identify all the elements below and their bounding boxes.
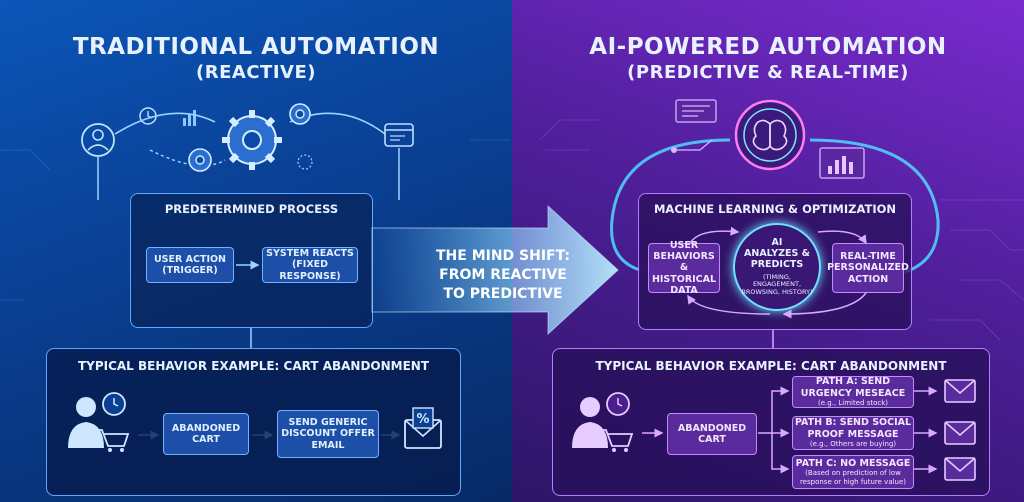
- shopper-cart-icon: [572, 392, 634, 452]
- path-a-step: PATH A: SEND URGENCY MESEACE (e.g., Limi…: [792, 376, 914, 408]
- system-reacts-step: SYSTEM REACTS (FIXED RESPONSE): [262, 247, 358, 283]
- browser-icon: [384, 123, 414, 147]
- right-title: AI-POWERED AUTOMATION: [589, 34, 947, 60]
- bar-icon: [183, 110, 196, 126]
- gear-icon: [289, 103, 311, 125]
- left-title: TRADITIONAL AUTOMATION: [72, 34, 440, 60]
- left-example-title: TYPICAL BEHAVIOR EXAMPLE: CART ABANDONME…: [77, 359, 430, 373]
- mind-shift-line3: TO PREDICTIVE: [443, 286, 563, 302]
- dashboard-icon: [675, 99, 717, 123]
- ai-core-label: AI ANALYZES & PREDICTS: [744, 236, 810, 270]
- path-c-sub: (Based on prediction of low response or …: [799, 469, 907, 486]
- left-subtitle: (REACTIVE): [196, 62, 316, 83]
- ai-analyzes-core: AI ANALYZES & PREDICTS (TIMING, ENGAGEME…: [733, 223, 821, 311]
- right-abandoned-cart-step: ABANDONED CART: [667, 413, 757, 455]
- path-c-label: PATH C: NO MESSAGE: [795, 457, 911, 469]
- user-action-step: USER ACTION (TRIGGER): [146, 247, 234, 283]
- left-example-box: TYPICAL BEHAVIOR EXAMPLE: CART ABANDONME…: [46, 348, 461, 496]
- svg-text:%: %: [416, 412, 429, 427]
- brain-icon: [734, 99, 806, 171]
- gear-icon: [188, 148, 212, 172]
- personalized-action-output: REAL-TIME PERSONALIZED ACTION: [827, 243, 909, 293]
- path-c-step: PATH C: NO MESSAGE (Based on prediction …: [792, 455, 914, 489]
- path-b-label: PATH B: SEND SOCIAL PROOF MESSAGE: [794, 417, 912, 440]
- user-behaviors-input: USER BEHAVIORS & HISTORICAL DATA: [648, 240, 720, 296]
- user-icon: [81, 123, 115, 157]
- path-a-sub: (e.g., Limited stock): [817, 399, 889, 408]
- generic-discount-step: SEND GENERIC DISCOUNT OFFER EMAIL: [277, 410, 379, 458]
- right-subtitle: (PREDICTIVE & REAL-TIME): [627, 62, 909, 83]
- right-example-title: TYPICAL BEHAVIOR EXAMPLE: CART ABANDONME…: [595, 359, 947, 373]
- email-icon: [944, 421, 976, 445]
- email-icon: [944, 379, 976, 403]
- email-percent-icon: %: [404, 407, 442, 449]
- gear-icon: [222, 110, 282, 170]
- mind-shift-label: THE MIND SHIFT: FROM REACTIVE TO PREDICT…: [428, 247, 578, 304]
- shopper-cart-icon: [68, 392, 130, 452]
- mind-shift-line1: THE MIND SHIFT:: [435, 248, 570, 264]
- left-abandoned-cart-step: ABANDONED CART: [163, 413, 249, 455]
- path-a-label: PATH A: SEND URGENCY MESEACE: [800, 376, 906, 399]
- right-example-box: TYPICAL BEHAVIOR EXAMPLE: CART ABANDONME…: [552, 348, 990, 496]
- left-icon-flow: [81, 103, 414, 200]
- path-b-step: PATH B: SEND SOCIAL PROOF MESSAGE (e.g.,…: [792, 416, 914, 450]
- email-icon: [944, 457, 976, 481]
- left-example-icons: %: [68, 392, 442, 452]
- path-b-sub: (e.g., Others are buying): [809, 440, 897, 449]
- ml-title: MACHINE LEARNING & OPTIMIZATION: [653, 202, 897, 216]
- process-title: PREDETERMINED PROCESS: [164, 202, 339, 216]
- ai-core-sub: (TIMING, ENGAGEMENT, BROWSING, HISTORY): [741, 272, 813, 296]
- bar-icon: [828, 156, 853, 174]
- mind-shift-line2: FROM REACTIVE: [439, 267, 567, 283]
